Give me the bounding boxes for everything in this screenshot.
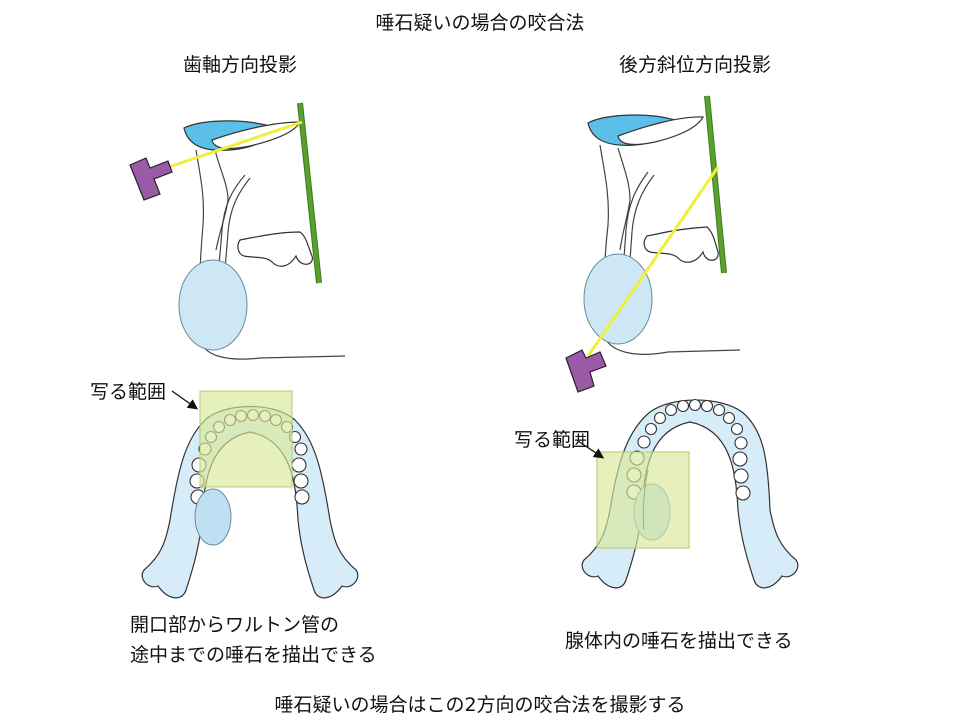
right-mandible-view [577, 398, 799, 589]
xray-tube-icon [565, 349, 607, 393]
left-mandible-view [141, 390, 359, 599]
right-sagittal-view [565, 95, 741, 393]
molar-shape [237, 231, 313, 267]
left-panel-heading: 歯軸方向投影 [182, 54, 297, 76]
page-title: 唾石疑いの場合の咬合法 [375, 12, 585, 34]
left-coverage-label: 写る範囲 [90, 381, 167, 403]
left-caption: 開口部からワルトン管の 途中までの唾石を描出できる [130, 610, 377, 670]
right-coverage-label: 写る範囲 [514, 429, 591, 451]
coverage-area [199, 390, 293, 488]
conclusion-text: 唾石疑いの場合はこの2方向の咬合法を撮影する [274, 694, 686, 716]
left-caption-line2: 途中までの唾石を描出できる [130, 644, 377, 666]
left-caption-line1: 開口部からワルトン管の [130, 614, 340, 636]
xray-tube-icon [129, 157, 173, 201]
left-sagittal-view [129, 102, 346, 360]
xray-beam [159, 120, 303, 172]
right-panel-heading: 後方斜位方向投影 [618, 54, 771, 76]
arrow-icon [171, 390, 199, 410]
right-caption: 腺体内の唾石を描出できる [565, 630, 793, 652]
submandibular-gland [178, 259, 248, 351]
arrow-icon [577, 440, 605, 459]
